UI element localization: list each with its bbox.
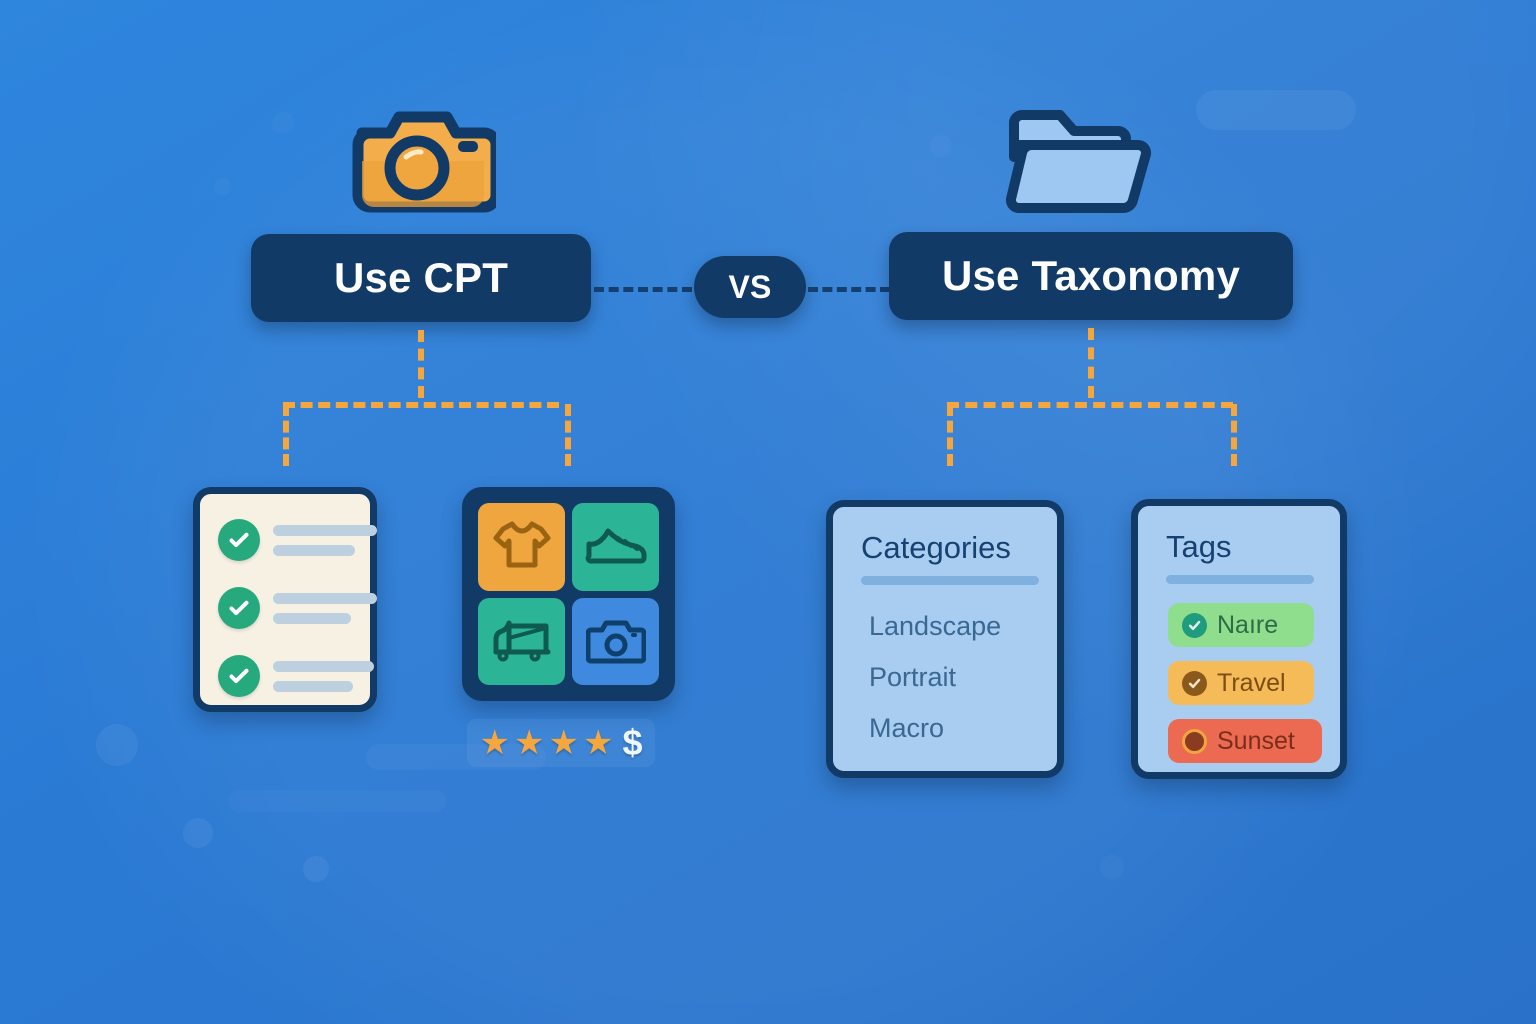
bg-dot-g	[930, 135, 952, 157]
tags-divider	[1166, 575, 1314, 584]
bg-dot-f	[214, 178, 232, 196]
camera-icon	[350, 103, 502, 213]
taxonomy-connector-drop-left	[947, 404, 953, 466]
taxonomy-connector-bar	[947, 402, 1233, 408]
tag-pill-sunset[interactable]: Sunset	[1168, 719, 1322, 763]
use-cpt-label: Use CPT	[333, 254, 509, 301]
tags-title: Tags	[1166, 529, 1232, 564]
rating-row: ★ ★ ★ ★ $	[467, 719, 655, 767]
categories-divider	[861, 576, 1039, 585]
tag-pill-travel[interactable]: Travel	[1168, 661, 1314, 705]
taxonomy-connector-stem	[1088, 328, 1094, 398]
placeholder-line	[273, 524, 377, 536]
tag-label: Travel	[1217, 668, 1286, 697]
tag-label: Naıre	[1217, 610, 1279, 639]
check-circle-icon	[218, 655, 260, 697]
use-taxonomy-button[interactable]: Use Taxonomy	[889, 232, 1293, 320]
checklist-row	[218, 587, 377, 629]
checklist-row	[218, 519, 377, 561]
cpt-connector-drop-left	[283, 404, 289, 466]
truck-icon	[493, 620, 550, 662]
camera-icon	[585, 620, 646, 664]
category-item-macro[interactable]: Macro	[869, 713, 945, 743]
tag-label: Sunset	[1217, 726, 1295, 755]
category-item-landscape[interactable]: Landscape	[869, 611, 1002, 641]
tshirt-icon	[493, 521, 550, 568]
categories-card: Categories Landscape Portrait Macro	[826, 500, 1064, 778]
check-circle-icon	[1182, 670, 1207, 696]
placeholder-line	[273, 612, 351, 624]
star-icon: ★	[582, 724, 614, 762]
circle-icon	[1182, 728, 1207, 754]
star-icon: ★	[514, 724, 545, 762]
placeholder-line	[273, 544, 355, 556]
connector-cpt-to-vs	[594, 287, 692, 292]
bg-dot-b	[183, 818, 213, 848]
tile-tshirt[interactable]	[478, 503, 565, 591]
use-cpt-button[interactable]: Use CPT	[251, 234, 591, 322]
connector-vs-to-taxonomy	[808, 287, 890, 292]
cpt-connector-stem	[418, 330, 424, 398]
placeholder-line	[273, 592, 377, 604]
cpt-connector-bar	[283, 402, 559, 408]
placeholder-line	[273, 680, 353, 692]
check-circle-icon	[218, 587, 260, 629]
bg-dot-e	[272, 112, 294, 134]
cpt-connector-drop-right	[565, 404, 571, 466]
star-icon: ★	[479, 724, 510, 762]
checklist-row	[218, 655, 374, 697]
product-grid-card	[462, 487, 675, 701]
versus-badge: VS	[694, 256, 806, 318]
shoe-icon	[585, 528, 646, 564]
check-circle-icon	[1182, 612, 1207, 638]
bg-shape-pill-top	[1196, 90, 1356, 130]
category-item-portrait[interactable]: Portrait	[869, 662, 957, 692]
tile-camera[interactable]	[572, 597, 659, 685]
bg-shape-pill-low	[228, 790, 446, 812]
taxonomy-connector-drop-right	[1231, 404, 1237, 466]
tile-shoe[interactable]	[572, 503, 659, 591]
checklist-card	[193, 487, 377, 712]
bg-dot-d	[1100, 855, 1124, 879]
bg-dot-a	[96, 724, 138, 766]
check-circle-icon	[218, 519, 260, 561]
categories-title: Categories	[861, 530, 1011, 565]
star-icon: ★	[548, 724, 579, 762]
bg-dot-c	[303, 856, 329, 882]
use-taxonomy-label: Use Taxonomy	[941, 252, 1241, 299]
folder-icon	[1004, 105, 1152, 213]
price-icon: $	[622, 722, 643, 763]
tag-pill-nature[interactable]: Naıre	[1168, 603, 1314, 647]
tags-card: Tags Naıre Travel Sunset	[1131, 499, 1347, 779]
versus-label: VS	[728, 268, 772, 305]
tile-truck[interactable]	[478, 597, 565, 685]
placeholder-line	[273, 660, 374, 672]
